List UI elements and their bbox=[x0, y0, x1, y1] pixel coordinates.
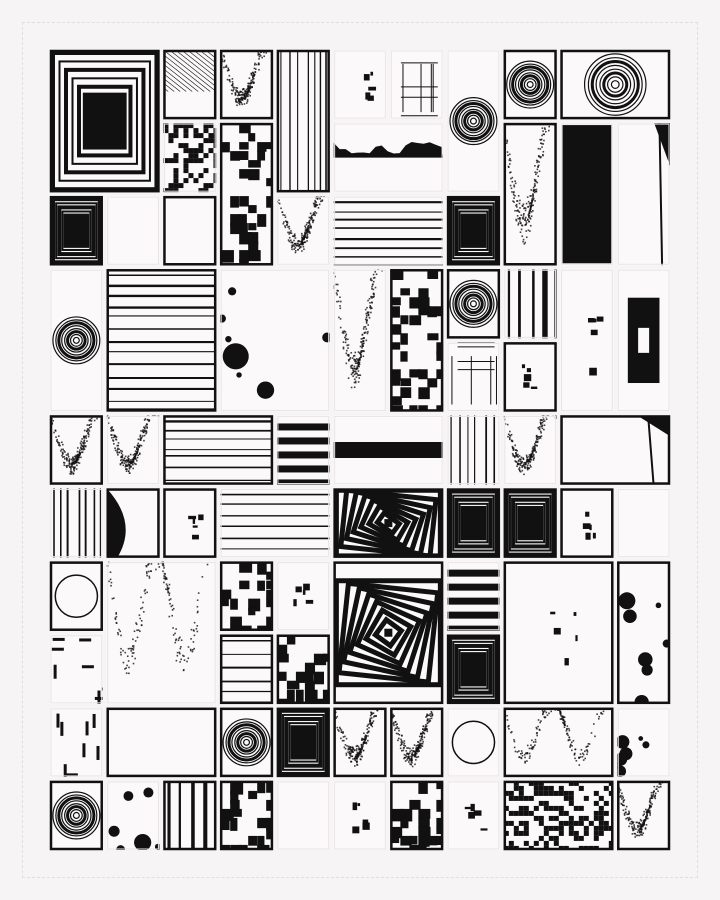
art-tile-blank bbox=[106, 707, 217, 778]
page-frame bbox=[22, 22, 698, 878]
art-tile-rings bbox=[49, 780, 103, 851]
art-tile-blackrect bbox=[617, 269, 670, 412]
art-tile-bigdots bbox=[617, 561, 671, 705]
art-tile-blocks bbox=[219, 561, 274, 631]
art-tile-blank bbox=[276, 780, 330, 850]
art-tile-noise bbox=[503, 780, 614, 851]
art-tile-hlines bbox=[219, 634, 274, 705]
art-tile-blob bbox=[276, 196, 330, 266]
art-tile-blank bbox=[617, 488, 670, 558]
art-tile-blocks bbox=[219, 122, 274, 266]
art-tile-blob bbox=[333, 707, 387, 778]
art-tile-dots bbox=[503, 561, 614, 705]
art-tile-segs bbox=[50, 634, 103, 704]
art-tile-vlines bbox=[276, 49, 330, 193]
art-tile-blob bbox=[106, 561, 217, 704]
art-tile-blocks bbox=[390, 269, 444, 412]
art-tile-dots bbox=[276, 561, 330, 631]
art-tile-squares bbox=[446, 488, 501, 558]
art-tile-dots bbox=[560, 269, 614, 412]
art-tile-blank bbox=[106, 196, 160, 266]
art-tile-squares bbox=[276, 707, 330, 778]
art-tile-corner bbox=[560, 415, 671, 485]
art-tile-blocks bbox=[390, 780, 444, 851]
art-tile-grid bbox=[447, 342, 500, 412]
art-tile-circle bbox=[49, 561, 103, 631]
art-tile-bigdots bbox=[220, 269, 330, 412]
art-tile-noise bbox=[163, 123, 217, 193]
art-tile-band bbox=[333, 415, 444, 485]
art-tile-rot bbox=[333, 488, 444, 558]
art-tile-squares bbox=[446, 634, 501, 705]
art-tile-blob bbox=[333, 269, 387, 412]
art-tile-dots bbox=[503, 342, 557, 412]
art-tile-thickh bbox=[447, 561, 500, 631]
art-tile-blank bbox=[163, 195, 217, 266]
art-tile-dots bbox=[447, 780, 500, 850]
art-tile-vlines bbox=[50, 488, 103, 558]
art-tile-squares bbox=[49, 49, 160, 193]
art-tile-rings bbox=[219, 707, 274, 778]
art-tile-hlines bbox=[163, 415, 274, 485]
art-tile-blob bbox=[503, 122, 557, 266]
art-tile-squares bbox=[49, 195, 103, 266]
art-tile-diag bbox=[163, 49, 217, 120]
art-tile-segs bbox=[50, 707, 103, 777]
art-tile-squares bbox=[446, 195, 501, 266]
art-tile-dots bbox=[333, 780, 387, 850]
art-tile-rings bbox=[447, 50, 500, 193]
art-tile-hlines bbox=[106, 269, 217, 412]
art-tile-wave bbox=[333, 123, 444, 193]
art-tile-blob bbox=[106, 415, 160, 485]
art-tile-rings bbox=[50, 269, 103, 412]
art-tile-blocks bbox=[276, 634, 330, 705]
art-tile-bigdots bbox=[106, 780, 160, 851]
art-tile-blob bbox=[503, 707, 614, 778]
art-tile-rings bbox=[446, 269, 501, 339]
art-tile-rings bbox=[503, 49, 557, 120]
art-tile-blob bbox=[390, 707, 444, 778]
art-tile-rot bbox=[333, 561, 444, 705]
art-tile-vlines bbox=[447, 415, 500, 485]
art-tile-grid bbox=[390, 50, 444, 120]
art-tile-hlines bbox=[333, 196, 444, 266]
art-tile-thickh bbox=[276, 415, 330, 485]
art-tile-squares bbox=[503, 488, 557, 558]
art-tile-blob bbox=[503, 415, 557, 485]
art-tile-bigdots bbox=[617, 707, 670, 777]
art-tile-dots bbox=[163, 488, 217, 558]
art-tile-blocks bbox=[219, 780, 274, 851]
art-tile-circle bbox=[447, 707, 500, 777]
art-tile-dots bbox=[560, 488, 614, 558]
art-tile-bars bbox=[503, 269, 557, 339]
art-tile-bars bbox=[163, 780, 217, 851]
art-tile-black bbox=[560, 123, 614, 266]
art-tile-dots bbox=[333, 50, 387, 120]
art-tile-curve bbox=[106, 488, 160, 558]
art-tile-rings bbox=[560, 49, 671, 120]
art-tile-blob bbox=[617, 780, 671, 851]
art-tile-hlines bbox=[220, 488, 330, 558]
art-tile-corner bbox=[617, 123, 670, 266]
art-tile-blob bbox=[49, 415, 103, 485]
art-tile-blob bbox=[219, 49, 274, 120]
